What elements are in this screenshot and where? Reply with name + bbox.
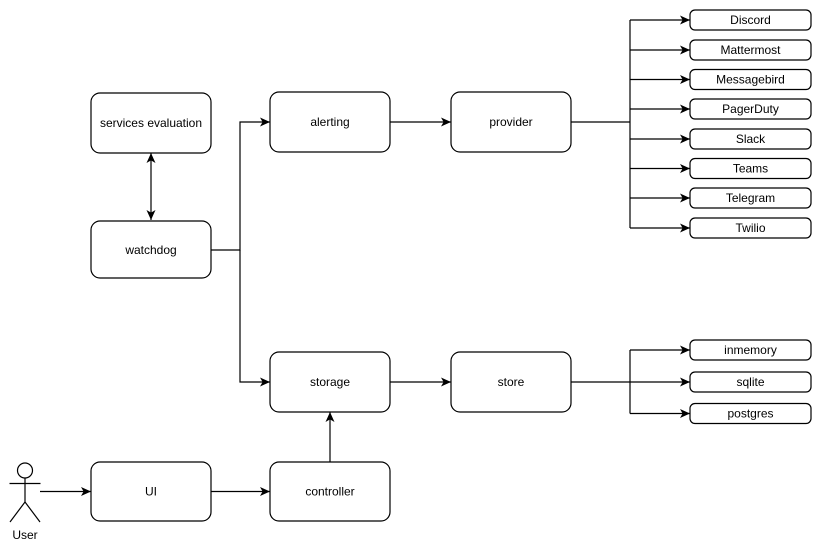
node-box <box>689 39 812 61</box>
node-box <box>269 461 391 522</box>
node-provider-pagerduty: PagerDuty <box>689 98 812 120</box>
node-label: provider <box>489 115 532 129</box>
node-label: services evaluation <box>100 116 202 130</box>
node-label: watchdog <box>124 243 176 257</box>
node-label: postgres <box>727 407 773 421</box>
node-label: controller <box>305 485 354 499</box>
node-label: storage <box>310 375 350 389</box>
node-box <box>689 98 812 120</box>
node-label: Telegram <box>726 191 775 205</box>
user-actor: User <box>9 462 41 542</box>
node-label: Teams <box>733 162 768 176</box>
node-box <box>269 91 391 153</box>
node-store-inmemory: inmemory <box>689 339 812 361</box>
actor-left-leg <box>9 501 26 523</box>
node-box <box>689 371 812 393</box>
node-store-sqlite: sqlite <box>689 371 812 393</box>
node-label: alerting <box>310 115 349 129</box>
node-services-evaluation: services evaluation <box>90 92 212 154</box>
node-label: Slack <box>736 132 766 146</box>
node-box <box>689 68 812 91</box>
node-label: Messagebird <box>716 73 785 87</box>
node-provider-twilio: Twilio <box>689 217 812 239</box>
node-provider-teams: Teams <box>689 157 812 180</box>
node-box <box>689 187 812 209</box>
node-box <box>689 339 812 361</box>
edge-watchdog-storage <box>239 250 270 387</box>
actor-right-leg <box>24 501 41 523</box>
node-label: inmemory <box>724 343 777 357</box>
node-box <box>450 91 572 153</box>
node-label: Twilio <box>735 221 765 235</box>
node-provider-mattermost: Mattermost <box>689 39 812 61</box>
node-label: Mattermost <box>720 43 781 57</box>
node-box <box>90 461 212 522</box>
node-provider: provider <box>450 91 572 153</box>
edge-watchdog-alerting <box>211 117 270 251</box>
node-provider-slack: Slack <box>689 128 812 150</box>
node-watchdog: watchdog <box>90 220 212 279</box>
node-label: UI <box>145 485 157 499</box>
node-ui: UI <box>90 461 212 522</box>
node-box <box>689 157 812 180</box>
node-store: store <box>450 351 572 413</box>
node-box <box>450 351 572 413</box>
edge-store-fanout-trunk <box>571 350 631 414</box>
actor-label: User <box>12 528 37 542</box>
node-label: sqlite <box>736 375 764 389</box>
node-controller: controller <box>269 461 391 522</box>
node-box <box>90 92 212 154</box>
node-box <box>269 351 391 413</box>
node-box <box>689 217 812 239</box>
node-box <box>689 9 812 31</box>
node-box <box>90 220 212 279</box>
node-store-postgres: postgres <box>689 402 812 425</box>
node-label: PagerDuty <box>722 102 779 116</box>
edges <box>40 15 690 496</box>
node-label: Discord <box>730 13 771 27</box>
node-box <box>689 402 812 425</box>
node-provider-discord: Discord <box>689 9 812 31</box>
node-provider-telegram: Telegram <box>689 187 812 209</box>
node-alerting: alerting <box>269 91 391 153</box>
node-label: store <box>498 375 525 389</box>
user-actor-icon <box>16 462 34 479</box>
edge-provider-fanout-trunk <box>571 20 631 228</box>
node-box <box>689 128 812 150</box>
node-storage: storage <box>269 351 391 413</box>
node-provider-messagebird: Messagebird <box>689 68 812 91</box>
